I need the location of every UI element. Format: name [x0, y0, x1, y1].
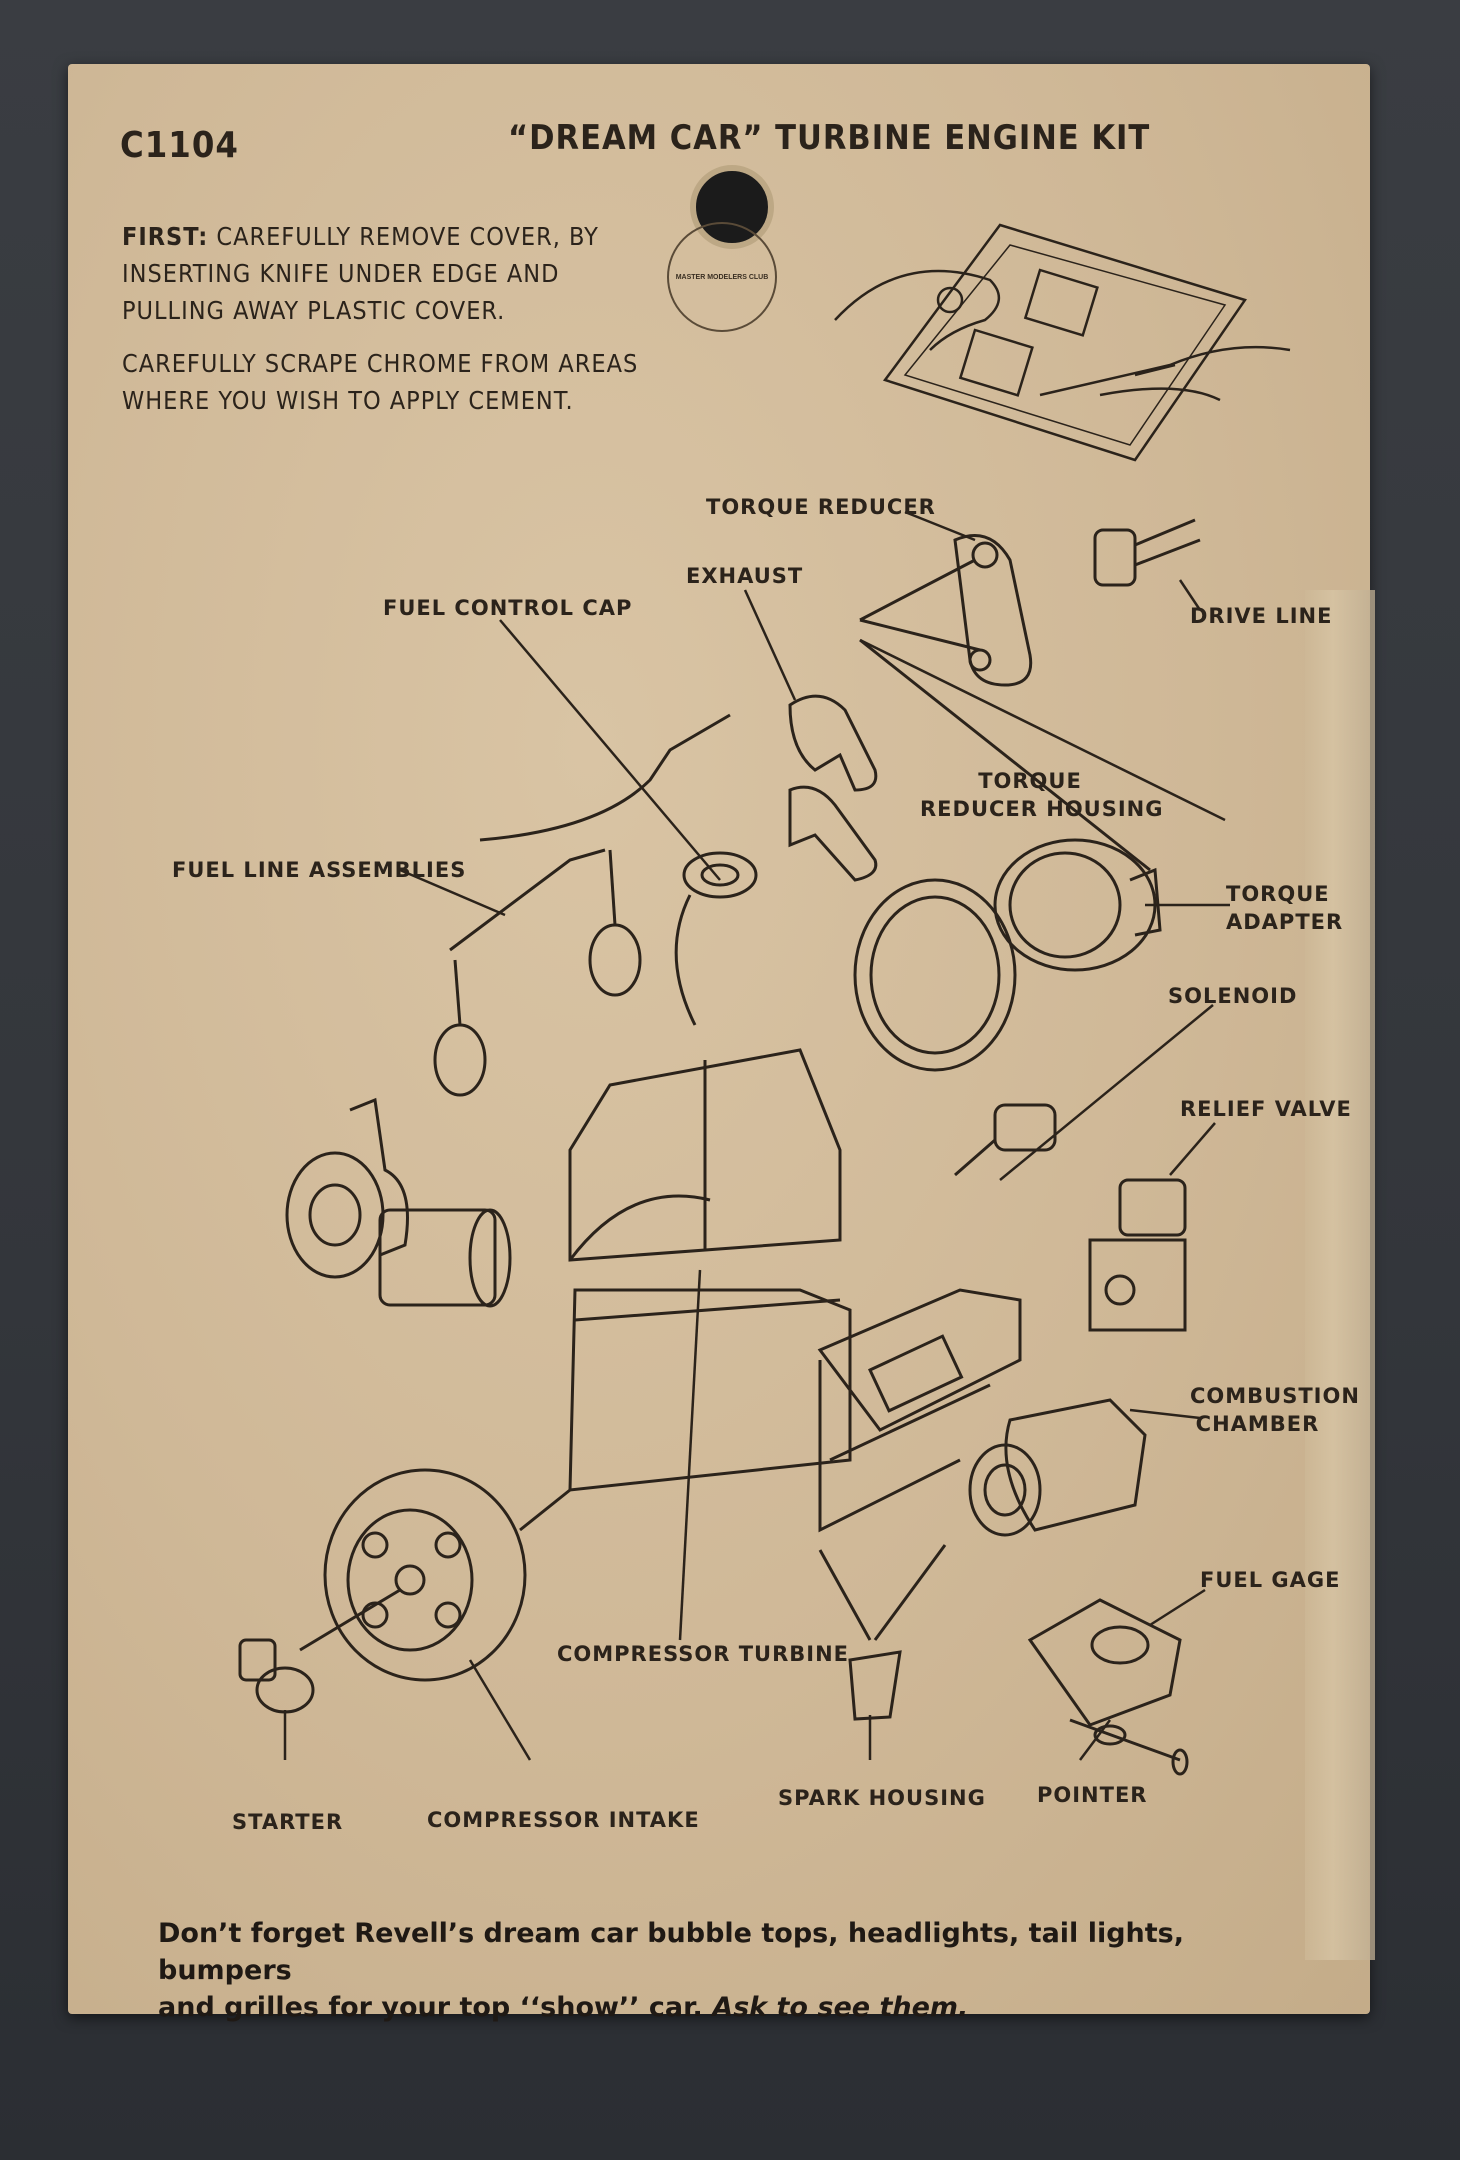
- label-solenoid: SOLENOID: [1168, 984, 1298, 1008]
- starter-part: [238, 1588, 401, 1714]
- footer-line2: and grilles for your top ‘‘show’’ car. A…: [158, 1989, 1318, 2026]
- label-fuel-control-cap: FUEL CONTROL CAP: [383, 596, 633, 620]
- footer-line1: Don’t forget Revell’s dream car bubble t…: [158, 1918, 1184, 1986]
- label-compressor-turbine: COMPRESSOR TURBINE: [557, 1642, 849, 1666]
- tape-strip: [1305, 590, 1375, 1960]
- footer-note: Don’t forget Revell’s dream car bubble t…: [158, 1915, 1318, 2026]
- master-modelers-seal: MASTER MODELERS CLUB: [667, 222, 777, 332]
- instruction-first: FIRST: CAREFULLY REMOVE COVER, BY INSERT…: [122, 218, 642, 329]
- kit-code: C1104: [120, 125, 239, 166]
- torque-reducer-part: [859, 518, 1201, 687]
- footer-line2-a: and grilles for your top ‘‘show’’ car.: [158, 1992, 713, 2023]
- label-torque-reducer-housing-line2: REDUCER HOUSING: [920, 797, 1164, 821]
- label-drive-line: DRIVE LINE: [1190, 604, 1333, 628]
- label-exhaust: EXHAUST: [686, 564, 804, 588]
- footer-line2-b: Ask to see them.: [712, 1992, 969, 2023]
- label-torque-adapter-line2: ADAPTER: [1226, 910, 1344, 934]
- label-torque-reducer: TORQUE REDUCER: [706, 495, 936, 519]
- label-combustion-chamber-line2: CHAMBER: [1195, 1412, 1320, 1436]
- label-fuel-line-assemblies: FUEL LINE ASSEMBLIES: [172, 858, 467, 882]
- compressor-housing: [568, 1048, 852, 1492]
- instruction-second: CAREFULLY SCRAPE CHROME FROM AREAS WHERE…: [122, 349, 639, 415]
- hands-illustration: [834, 223, 1291, 462]
- label-starter: STARTER: [232, 1810, 344, 1834]
- compressor-intake-part: [323, 1468, 571, 1682]
- label-torque-reducer-housing: TORQUE REDUCER HOUSING: [920, 767, 1164, 823]
- label-relief-valve: RELIEF VALVE: [1180, 1097, 1352, 1121]
- label-pointer: POINTER: [1037, 1783, 1148, 1807]
- label-torque-adapter-line1: TORQUE: [1226, 882, 1330, 906]
- label-fuel-gage: FUEL GAGE: [1200, 1568, 1341, 1592]
- label-combustion-chamber-line1: COMBUSTION: [1190, 1384, 1360, 1408]
- combustion-assembly: [954, 1103, 1187, 1537]
- fuel-gage-part: [1027, 1598, 1182, 1727]
- instruction-first-label: FIRST:: [122, 222, 209, 251]
- label-compressor-intake: COMPRESSOR INTAKE: [427, 1808, 700, 1832]
- starter-motor-part: [285, 1097, 512, 1308]
- label-torque-reducer-housing-line1: TORQUE: [978, 769, 1082, 793]
- seal-text: MASTER MODELERS CLUB: [675, 273, 769, 281]
- kit-title: “DREAM CAR” TURBINE ENGINE KIT: [508, 118, 1151, 158]
- pointer-part: [1069, 1718, 1189, 1776]
- instructions: FIRST: CAREFULLY REMOVE COVER, BY INSERT…: [122, 218, 642, 435]
- label-spark-housing: SPARK HOUSING: [778, 1786, 986, 1810]
- fuel-line-parts: [433, 713, 758, 1097]
- label-torque-adapter: TORQUE ADAPTER: [1226, 880, 1344, 936]
- instruction-first-text: CAREFULLY REMOVE COVER, BY INSERTING KNI…: [122, 222, 599, 325]
- compressor-turbine-part: [817, 1288, 1022, 1533]
- exhaust-part: [788, 694, 878, 882]
- leader-lines: [283, 510, 1230, 1761]
- label-combustion-chamber: COMBUSTION CHAMBER: [1190, 1382, 1360, 1438]
- housing-rings: [853, 638, 1162, 1072]
- spark-housing-part: [818, 1544, 947, 1721]
